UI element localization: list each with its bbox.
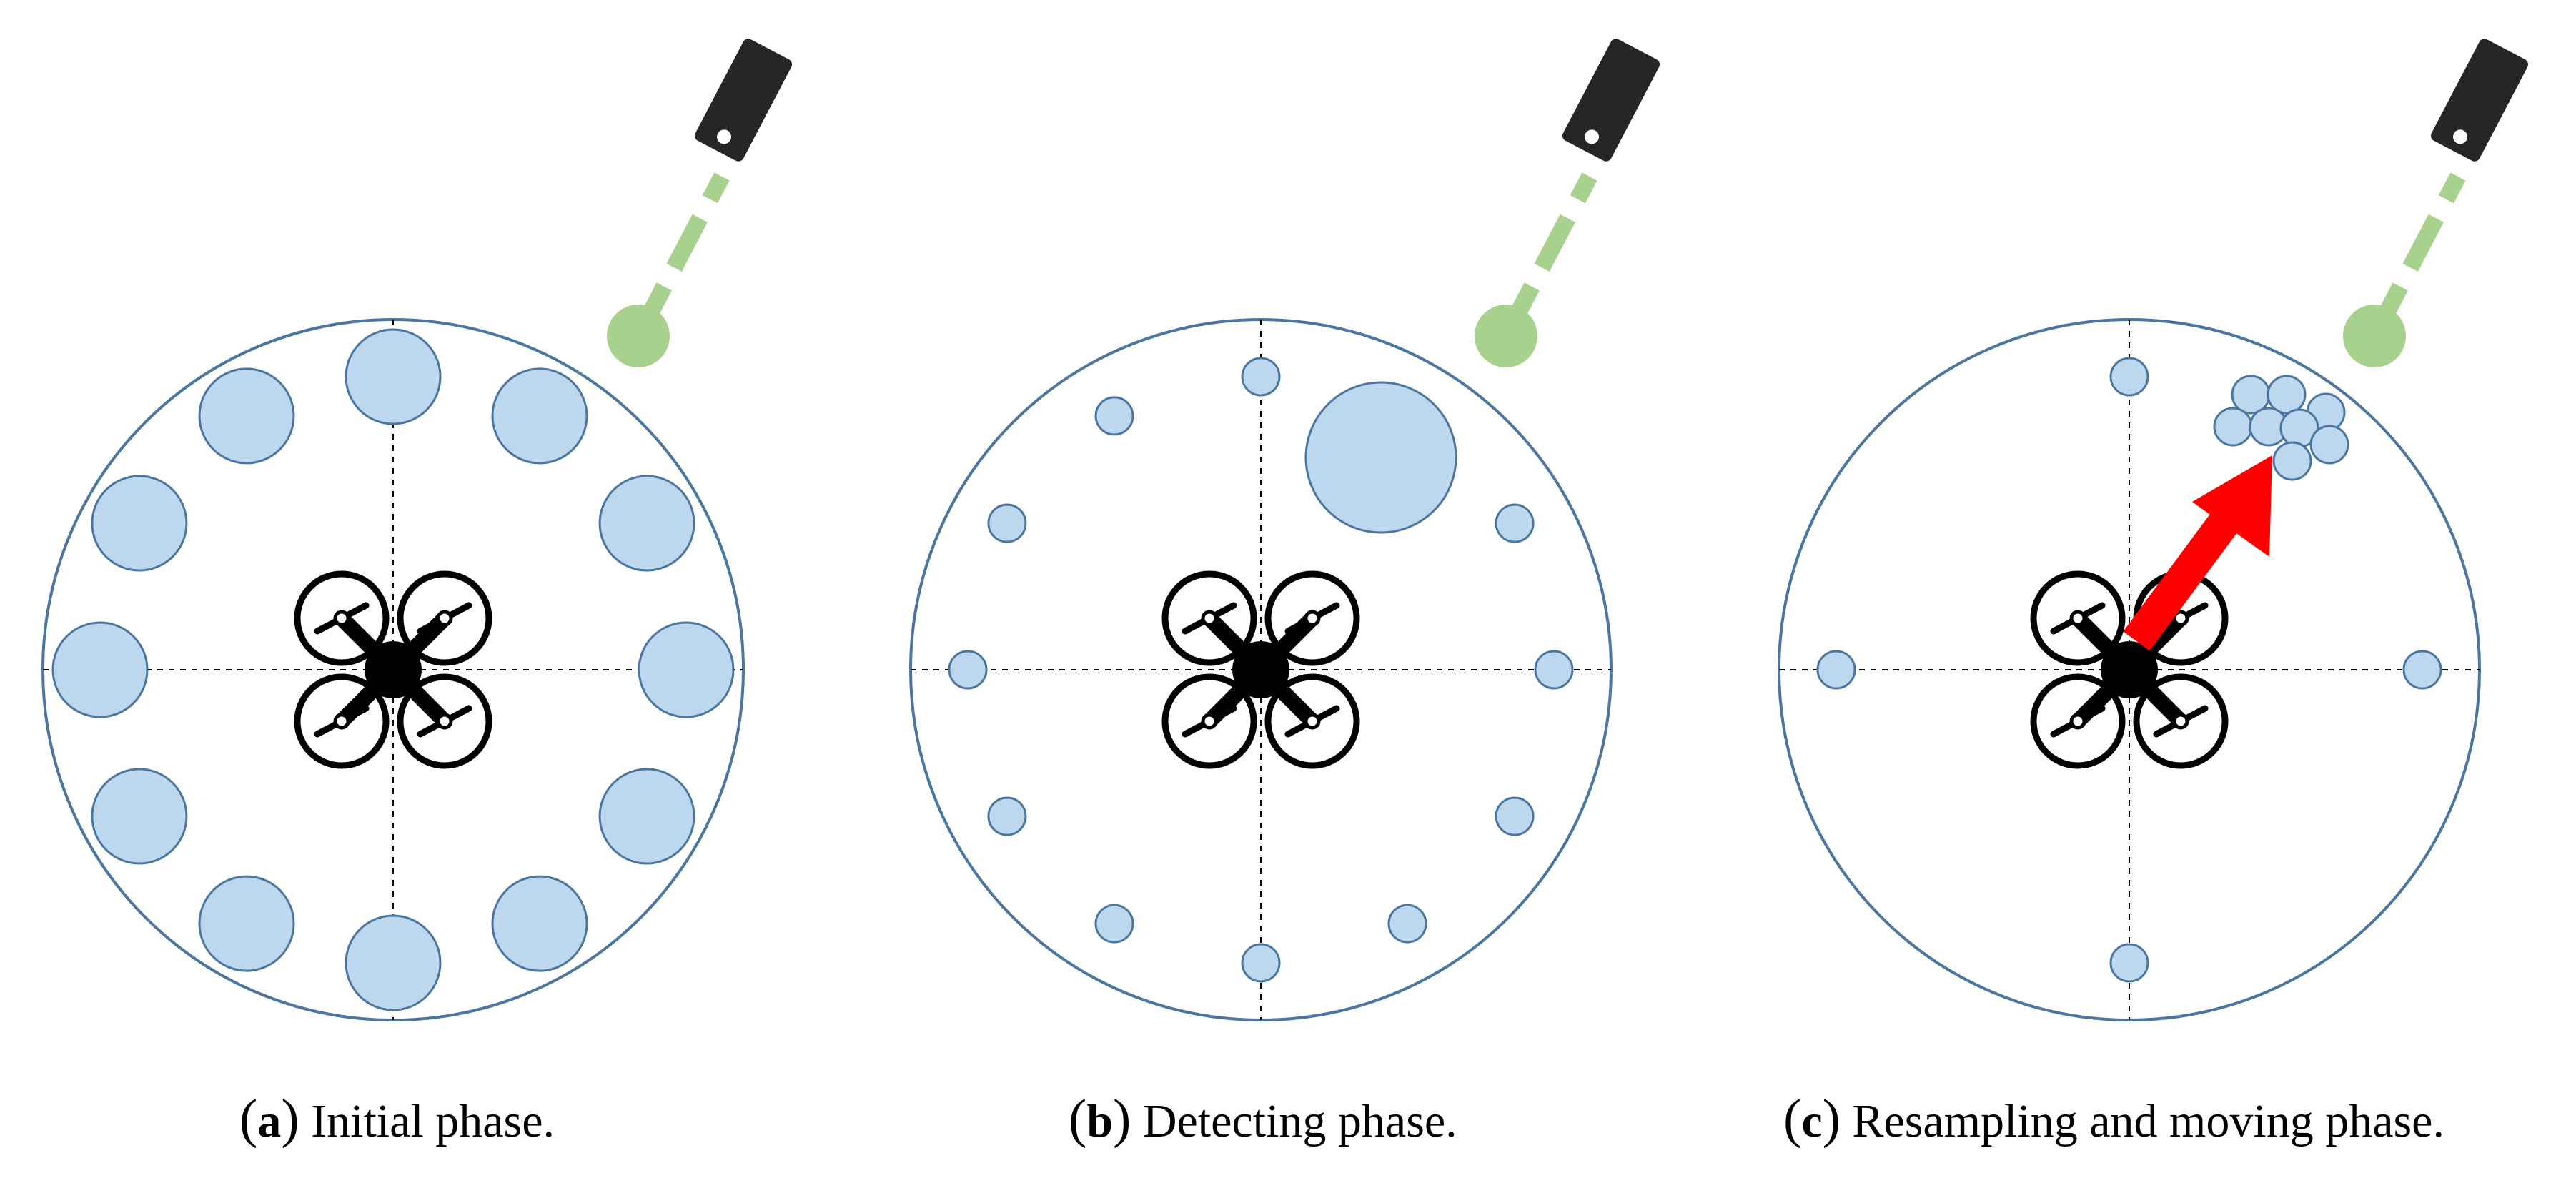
movement-arrow-shaft (2123, 494, 2251, 651)
caption-c-letter: c (1801, 1095, 1823, 1147)
drone-rotor-hub (1304, 713, 1321, 730)
drone-rotor-hub (436, 713, 453, 730)
drone-rotor-guard (2030, 570, 2126, 666)
drone-rotor-guard (1161, 570, 1257, 666)
drone-rotor-hub (333, 610, 350, 627)
panel-initial-phase (41, 39, 793, 1021)
particle (2309, 425, 2349, 465)
signal-source-icon (607, 39, 793, 367)
signal-source-housing (2430, 39, 2529, 162)
panel-resampling-moving-phase (1778, 39, 2529, 1021)
particle (2272, 441, 2312, 481)
drone-rotor-guard (294, 673, 390, 769)
signal-source-housing (1562, 39, 1660, 162)
signal-source-body (1562, 39, 1660, 162)
particle (987, 503, 1027, 543)
particle (987, 796, 1027, 836)
particle (1304, 381, 1457, 534)
particle (2109, 943, 2149, 983)
caption-b-letter: b (1086, 1095, 1114, 1147)
drone-rotor-hub (2069, 713, 2086, 730)
drone-rotor-hub (1201, 610, 1218, 627)
quadcopter-icon (1161, 570, 1360, 769)
drone-rotor-guard (294, 570, 390, 666)
signal-source-led (717, 129, 732, 144)
particle (2267, 375, 2307, 415)
signal-receiver-dot (2343, 305, 2406, 367)
drone-rotor-hub (1304, 610, 1321, 627)
drone-rotor-guard (397, 673, 492, 769)
caption-a: (a) Initial phase. (239, 1089, 555, 1149)
particle (1495, 503, 1535, 543)
drone-rotor-guard (2030, 673, 2126, 769)
particle (2109, 357, 2149, 397)
movement-arrow-head (2192, 455, 2272, 557)
drone-rotor-hub (436, 610, 453, 627)
particle (598, 768, 695, 865)
drone-rotor-guard (1264, 673, 1360, 769)
particle (1387, 904, 1427, 944)
drone-body (1232, 641, 1289, 698)
drone-rotor-hub (1201, 713, 1218, 730)
drone-rotor-guard (1161, 673, 1257, 769)
signal-source-body (2430, 39, 2529, 162)
signal-source-led (2453, 129, 2468, 144)
drone-body (2101, 641, 2158, 698)
drone-rotor-hub (2172, 713, 2189, 730)
panel-detecting-phase (909, 39, 1660, 1021)
particle (51, 621, 149, 718)
signal-source-housing (694, 39, 793, 162)
particle (2402, 650, 2442, 690)
caption-b: (b) Detecting phase. (1069, 1089, 1457, 1149)
caption-a-text: Initial phase. (311, 1095, 555, 1147)
particle (2231, 375, 2271, 415)
drone-rotor-guard (1264, 570, 1360, 666)
signal-receiver-dot (1475, 305, 1537, 367)
particle (1816, 650, 1856, 690)
caption-c-text: Resampling and moving phase. (1852, 1095, 2444, 1147)
particle (638, 621, 735, 718)
drone-rotor-guard (397, 570, 492, 666)
drone-rotor-hub (2069, 610, 2086, 627)
particle (948, 650, 988, 690)
particle (491, 875, 588, 972)
particle (198, 875, 295, 972)
particle (345, 328, 442, 425)
particle (598, 475, 695, 572)
particle (198, 367, 295, 465)
signal-source-icon (2343, 39, 2529, 367)
caption-a-letter: a (257, 1095, 282, 1147)
particle (1241, 943, 1281, 983)
drone-rotor-guard (2133, 673, 2229, 769)
particle (1094, 904, 1134, 944)
caption-b-text: Detecting phase. (1142, 1095, 1457, 1147)
drone-rotor-hub (333, 713, 350, 730)
signal-source-icon (1475, 39, 1660, 367)
particle (1241, 357, 1281, 397)
particle (1094, 396, 1134, 436)
movement-arrow-icon (2123, 455, 2272, 651)
caption-c: (c) Resampling and moving phase. (1783, 1089, 2444, 1149)
particle (1495, 796, 1535, 836)
particle (345, 914, 442, 1011)
quadcopter-icon (2030, 570, 2229, 769)
particle (91, 475, 188, 572)
particle (1534, 650, 1574, 690)
signal-receiver-dot (607, 305, 670, 367)
particle (2213, 407, 2253, 447)
signal-source-body (694, 39, 793, 162)
quadcopter-icon (294, 570, 492, 769)
particle (491, 367, 588, 465)
drone-body (365, 641, 422, 698)
particle (91, 768, 188, 865)
signal-source-led (1585, 129, 1600, 144)
drone-rotor-hub (2172, 610, 2189, 627)
